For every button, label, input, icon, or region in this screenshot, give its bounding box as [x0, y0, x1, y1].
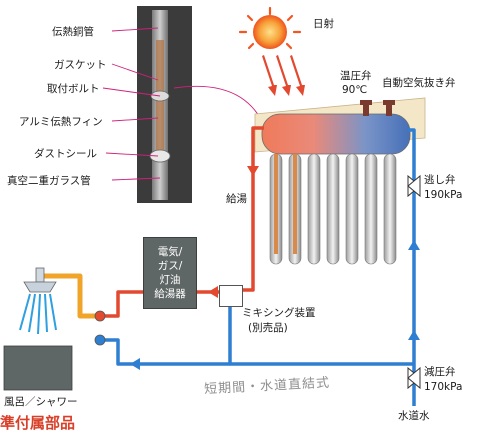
sun-label: 日射 [313, 18, 334, 30]
heater-line-1: 電気/ [157, 246, 183, 258]
heater-line-3: 灯油 [159, 274, 181, 286]
photo-label-vacuum-tube: 真空二重ガラス管 [7, 175, 91, 187]
cold-flow-arrows [130, 240, 420, 370]
reducing-valve-value: 170kPa [424, 381, 463, 393]
heater-line-2: ガス/ [157, 260, 183, 272]
air-vent-label: 自動空気抜き弁 [382, 77, 456, 89]
heater-line-4: 給湯器 [154, 288, 186, 300]
relief-valve-label: 逃し弁 [424, 174, 456, 186]
sun-icon [238, 6, 302, 50]
temp-valve-label: 温圧弁 [340, 70, 372, 82]
city-water-label: 水道水 [398, 410, 430, 422]
shower-head-icon [19, 267, 57, 335]
cold-water-pipe [104, 128, 416, 406]
mixer-note: (別売品) [248, 322, 288, 334]
photo-leader-lines [102, 27, 273, 181]
relief-valve-value: 190kPa [424, 189, 463, 201]
relief-valve-icon [407, 174, 421, 198]
mixing-device-box [219, 285, 243, 307]
bath-label: 風呂／シャワー [4, 396, 78, 408]
temp-pressure-valve-icon [360, 100, 372, 116]
water-heater-box: 電気/ ガス/ 灯油 給湯器 [143, 237, 197, 309]
photo-label-gasket: ガスケット [54, 59, 107, 71]
sun-ray-arrows [262, 55, 305, 96]
reducing-valve-label: 減圧弁 [424, 366, 456, 378]
cold-tap-connector-icon [94, 334, 106, 346]
footer-title: 準付属部品 [0, 414, 76, 432]
vacuum-tubes [269, 153, 397, 265]
hot-supply-label: 給湯 [226, 193, 247, 205]
temp-valve-value: 90℃ [342, 84, 368, 96]
photo-label-bolt: 取付ボルト [47, 83, 100, 95]
reducing-valve-icon [407, 366, 421, 390]
mixed-water-pipe [42, 273, 96, 319]
photo-label-aluminum-fin: アルミ伝熱フィン [19, 116, 103, 128]
mixer-label: ミキシング装置 [242, 307, 316, 319]
hot-tap-connector-icon [94, 310, 106, 322]
air-vent-valve-icon [383, 100, 395, 116]
tube-photo [137, 6, 192, 203]
bathtub-icon [3, 345, 73, 391]
photo-label-dust-seal: ダストシール [34, 148, 97, 160]
photo-label-copper-pipe: 伝熱銅管 [52, 26, 94, 38]
storage-tank [261, 113, 411, 155]
hot-flow-arrows [208, 166, 259, 298]
